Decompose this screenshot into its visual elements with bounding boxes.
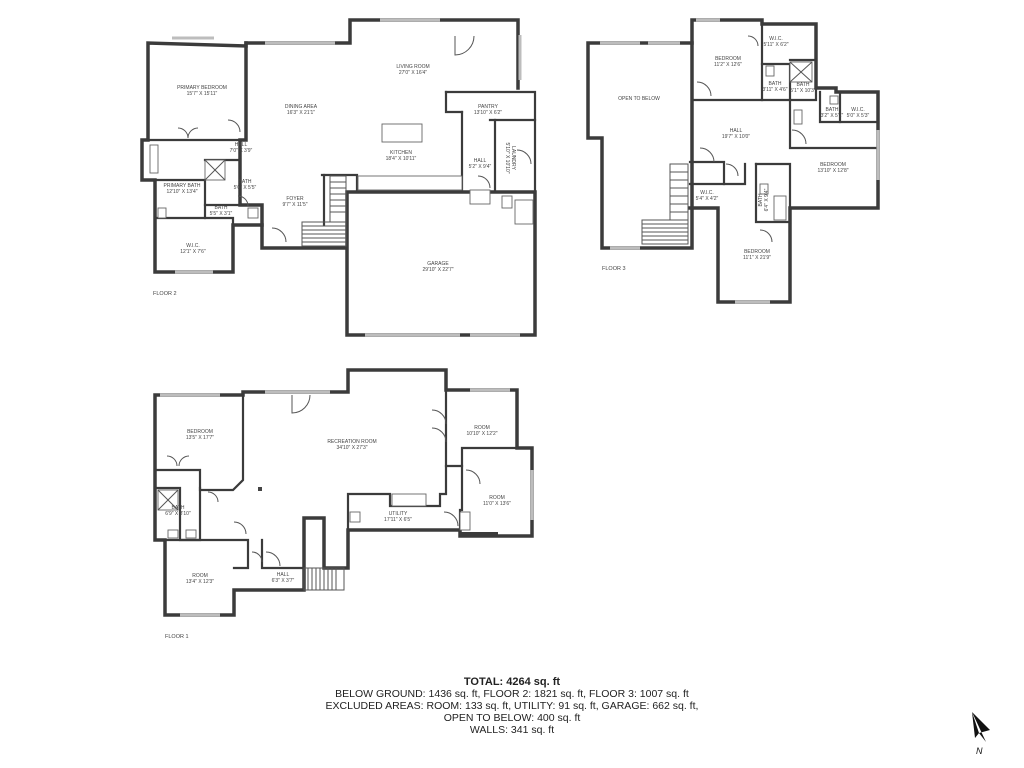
- f3-wic-b-dim: 5'0" X 5'3": [847, 113, 870, 119]
- f2-garage-name: GARAGE: [427, 261, 449, 267]
- f3-bedroom-a-name: BEDROOM: [715, 56, 741, 62]
- f3-bath-d-dim: 6'4" X 9'4": [764, 188, 770, 211]
- f2-hall-b-name: HALL: [474, 158, 487, 164]
- f3-wic-a-dim: 5'11" X 6'2": [763, 42, 788, 48]
- f2-laundry-name: LAUNDRY: [510, 146, 516, 170]
- f2-kitchen-name: KITCHEN: [390, 150, 412, 156]
- f1-bath-name: BATH: [172, 505, 185, 511]
- f2-kitchen-dim: 18'4" X 10'11": [386, 156, 417, 162]
- summary-line-floors: BELOW GROUND: 1436 sq. ft, FLOOR 2: 1821…: [335, 688, 689, 700]
- f1-hall-name: HALL: [277, 572, 290, 578]
- f2-bath-b-name: BATH: [215, 205, 228, 211]
- f1-bedroom-name: BEDROOM: [187, 429, 213, 435]
- f1-utility-name: UTILITY: [389, 511, 408, 517]
- f3-bedroom-c-dim: 11'1" X 21'9": [743, 255, 771, 261]
- f1-utility-dim: 17'11" X 6'5": [384, 517, 412, 523]
- f1-room-a-dim: 10'10" X 12'2": [466, 431, 497, 437]
- f1-hall-dim: 6'3" X 3'7": [272, 578, 295, 584]
- summary-line-excluded: EXCLUDED AREAS: ROOM: 133 sq. ft, UTILIT…: [325, 700, 699, 712]
- summary-line-open: OPEN TO BELOW: 400 sq. ft: [443, 712, 581, 724]
- floor-3-label: FLOOR 3: [602, 266, 626, 272]
- f3-bedroom-a-dim: 11'2" X 12'6": [714, 62, 742, 68]
- f2-primary-bath-name: PRIMARY BATH: [164, 183, 201, 189]
- f2-dining-dim: 16'3" X 21'1": [287, 110, 315, 116]
- f2-primary-bedroom-dim: 15'7" X 15'11": [187, 91, 218, 97]
- north-arrow-icon: N: [972, 712, 990, 756]
- f2-wic-dim: 12'1" X 7'6": [180, 249, 206, 255]
- f3-hall-dim: 19'7" X 10'0": [722, 134, 750, 140]
- f1-room-c-dim: 13'4" X 12'3": [186, 579, 214, 585]
- floor-3-plan: OPEN TO BELOW BEDROOM 11'2" X 12'6" W.I.…: [586, 18, 880, 304]
- f3-bath-c-dim: 3'2" X 5'1": [821, 113, 844, 119]
- f3-bedroom-b-name: BEDROOM: [820, 162, 846, 168]
- f1-room-a-name: ROOM: [474, 425, 490, 431]
- floor-1-plan: BEDROOM 13'5" X 17'7" RECREATION ROOM 34…: [153, 368, 534, 640]
- f1-recreation-dim: 34'10" X 27'3": [336, 445, 367, 451]
- f3-wic-b-name: W.I.C.: [851, 107, 865, 113]
- floor-1-label: FLOOR 1: [165, 634, 189, 640]
- f2-bath-a-dim: 5'0" X 5'5": [234, 185, 257, 191]
- floor-2-plan: PRIMARY BEDROOM 15'7" X 15'11" DINING AR…: [140, 18, 537, 337]
- f2-garage-dim: 29'10" X 22'7": [422, 267, 453, 273]
- floor-2-label: FLOOR 2: [153, 291, 177, 297]
- f2-living-dim: 27'0" X 16'4": [399, 70, 427, 76]
- f3-bath-c-name: BATH: [826, 107, 839, 113]
- f2-bath-a-name: BATH: [239, 179, 252, 185]
- f3-wic-c-name: W.I.C.: [700, 190, 714, 196]
- f2-laundry-dim: 5'10" X 10'10": [504, 142, 510, 173]
- f2-hall-b-dim: 5'2" X 9'4": [469, 164, 492, 170]
- f1-recreation-name: RECREATION ROOM: [327, 439, 376, 445]
- f2-pantry-dim: 13'10" X 6'2": [474, 110, 502, 116]
- f2-dining-name: DINING AREA: [285, 104, 318, 110]
- f3-bath-d-name: BATH: [758, 193, 764, 206]
- f2-wic-name: W.I.C.: [186, 243, 200, 249]
- f1-bath-dim: 6'9" X 8'10": [165, 511, 191, 517]
- f2-bath-b-dim: 5'5" X 3'1": [210, 211, 233, 217]
- f2-foyer-dim: 9'7" X 11'5": [282, 202, 307, 208]
- f3-open-to-below-name: OPEN TO BELOW: [618, 96, 660, 102]
- f1-bedroom-dim: 13'5" X 17'7": [186, 435, 214, 441]
- f2-primary-bedroom-name: PRIMARY BEDROOM: [177, 85, 227, 91]
- area-summary: TOTAL: 4264 sq. ft BELOW GROUND: 1436 sq…: [262, 676, 762, 736]
- f3-wic-c-dim: 5'4" X 4'2": [696, 196, 719, 202]
- f1-room-c-name: ROOM: [192, 573, 208, 579]
- f2-hall-a-dim: 7'0" X 3'9": [230, 148, 253, 154]
- f3-bath-a-dim: 3'11" X 4'6": [762, 87, 787, 93]
- north-arrow: N: [966, 708, 996, 758]
- f3-hall-name: HALL: [730, 128, 743, 134]
- f3-bedroom-c-name: BEDROOM: [744, 249, 770, 255]
- f3-wic-a-name: W.I.C.: [769, 36, 783, 42]
- f3-bath-b-dim: 5'1" X 10'3": [790, 88, 816, 94]
- f2-foyer-name: FOYER: [286, 196, 304, 202]
- f1-room-b-dim: 11'0" X 13'6": [483, 501, 511, 507]
- total-area: TOTAL: 4264 sq. ft: [463, 676, 561, 688]
- f2-pantry-name: PANTRY: [478, 104, 498, 110]
- f2-primary-bath-dim: 12'10" X 13'4": [166, 189, 197, 195]
- summary-line-walls: WALLS: 341 sq. ft: [469, 724, 555, 736]
- f2-living-name: LIVING ROOM: [396, 64, 429, 70]
- f3-bedroom-b-dim: 13'10" X 12'8": [817, 168, 848, 174]
- f2-hall-a-name: HALL: [235, 142, 248, 148]
- f1-room-b-name: ROOM: [489, 495, 505, 501]
- f3-bath-a-name: BATH: [769, 81, 782, 87]
- north-label: N: [976, 746, 983, 756]
- f3-bath-b-name: BATH: [797, 82, 810, 88]
